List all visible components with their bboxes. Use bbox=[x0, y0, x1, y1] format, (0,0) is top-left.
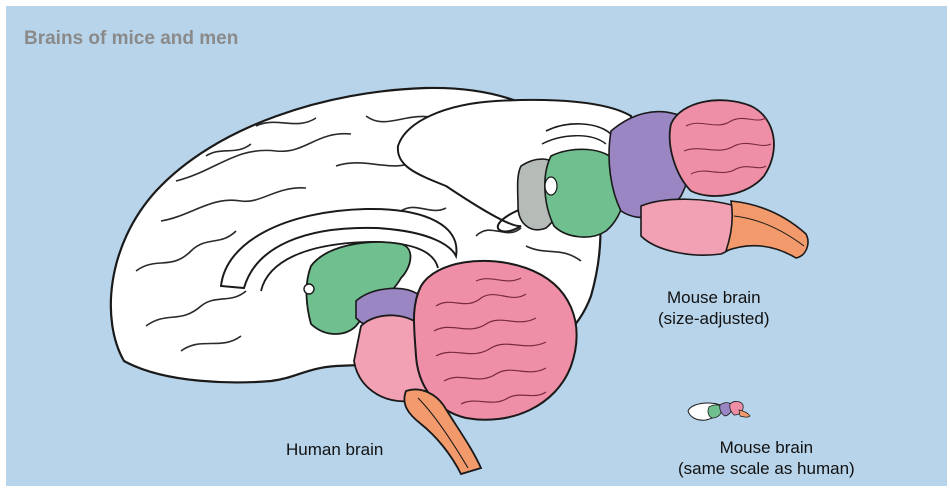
human-cerebellum bbox=[414, 261, 577, 420]
human-brain-label-text: Human brain bbox=[286, 440, 383, 459]
figure-title: Brains of mice and men bbox=[24, 28, 238, 50]
brain-illustrations bbox=[6, 6, 947, 486]
mouse-pons bbox=[641, 199, 741, 255]
figure-panel: Brains of mice and men Human brain Mouse… bbox=[6, 6, 947, 486]
mouse-brain-size-adjusted-label: Mouse brain (size-adjusted) bbox=[658, 287, 770, 329]
mouse-brain-same-scale-label: Mouse brain (same scale as human) bbox=[678, 437, 855, 479]
mouse-brain-same-scale-line1: Mouse brain bbox=[678, 437, 855, 458]
mouse-brain-small-illustration bbox=[688, 401, 750, 420]
mouse-medulla bbox=[726, 201, 808, 258]
mouse-brain-size-adjusted-line1: Mouse brain bbox=[658, 287, 770, 308]
human-brain-label: Human brain bbox=[286, 439, 383, 460]
mouse-brain-same-scale-line2: (same scale as human) bbox=[678, 458, 855, 479]
mouse-cerebellum bbox=[670, 100, 774, 196]
mouse-brain-size-adjusted-line2: (size-adjusted) bbox=[658, 308, 770, 329]
